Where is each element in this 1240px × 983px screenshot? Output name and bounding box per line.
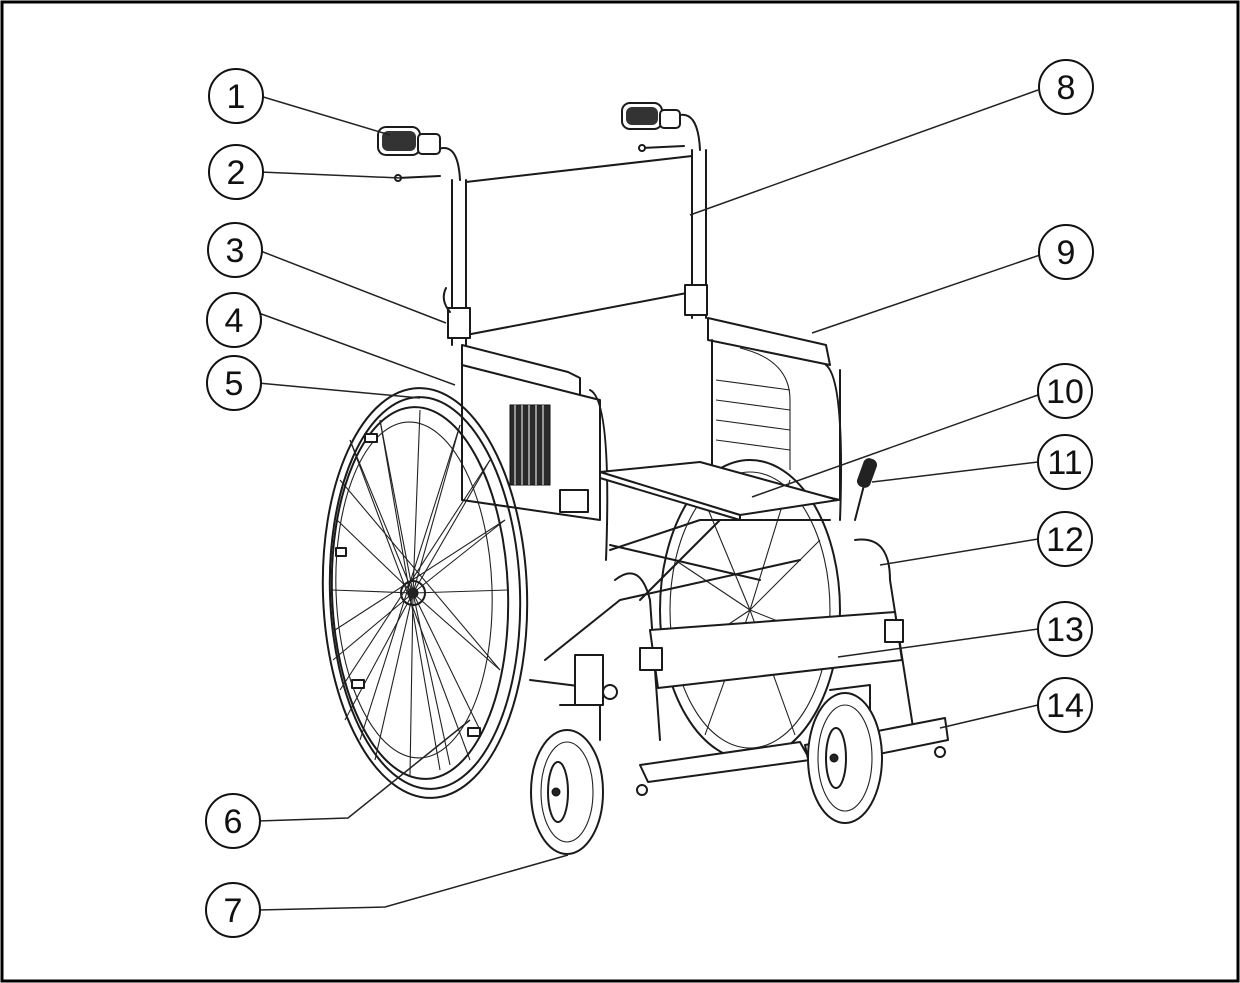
brake-lever [854, 458, 878, 521]
callout-label-4: 4 [225, 302, 244, 340]
leader-6 [257, 719, 471, 822]
leader-14 [939, 704, 1039, 729]
rear-wheel [321, 387, 529, 799]
leader-4 [255, 311, 456, 386]
back-frame [377, 102, 708, 346]
left-armrest [461, 344, 609, 561]
callout-label-5: 5 [225, 365, 244, 403]
callout-2: 2 [208, 144, 264, 200]
callout-label-14: 14 [1046, 687, 1084, 725]
leader-7 [257, 854, 569, 911]
leader-3 [257, 249, 447, 324]
callout-13: 13 [1037, 601, 1093, 657]
callout-12: 12 [1037, 511, 1093, 567]
callout-label-10: 10 [1046, 373, 1084, 411]
leader-5 [257, 382, 421, 399]
wheelchair-illustration [321, 102, 949, 855]
callout-4: 4 [206, 292, 262, 348]
callout-label-12: 12 [1046, 521, 1084, 559]
callout-11: 11 [1037, 434, 1093, 490]
callout-label-1: 1 [227, 78, 246, 116]
leader-9 [811, 254, 1041, 334]
callout-7: 7 [205, 882, 261, 938]
callouts: 1 2 3 4 5 6 7 8 [205, 59, 1094, 938]
callout-6: 6 [205, 793, 261, 849]
callout-8: 8 [1038, 59, 1094, 115]
leader-12 [879, 538, 1039, 566]
leader-11 [871, 461, 1039, 483]
callout-label-7: 7 [224, 892, 243, 930]
callout-label-8: 8 [1057, 69, 1076, 107]
callout-3: 3 [207, 222, 263, 278]
callout-1: 1 [208, 68, 264, 124]
callout-label-6: 6 [224, 803, 243, 841]
left-caster [530, 704, 604, 855]
callout-9: 9 [1038, 224, 1094, 280]
callout-label-9: 9 [1057, 234, 1076, 272]
callout-label-11: 11 [1047, 444, 1082, 482]
callout-10: 10 [1037, 363, 1093, 419]
lower-frame [529, 519, 831, 706]
leader-2 [259, 171, 401, 179]
front-frame [614, 538, 916, 741]
callout-14: 14 [1037, 677, 1093, 733]
leader-1 [259, 95, 391, 136]
callout-label-3: 3 [226, 232, 245, 270]
leader-10 [751, 394, 1039, 498]
leader-13 [837, 628, 1039, 658]
leader-8 [689, 89, 1039, 216]
calf-strap [639, 611, 904, 689]
callout-label-13: 13 [1046, 611, 1084, 649]
callout-label-2: 2 [227, 154, 246, 192]
leader-lines [255, 89, 1041, 911]
callout-5: 5 [206, 355, 262, 411]
right-caster [807, 684, 883, 824]
